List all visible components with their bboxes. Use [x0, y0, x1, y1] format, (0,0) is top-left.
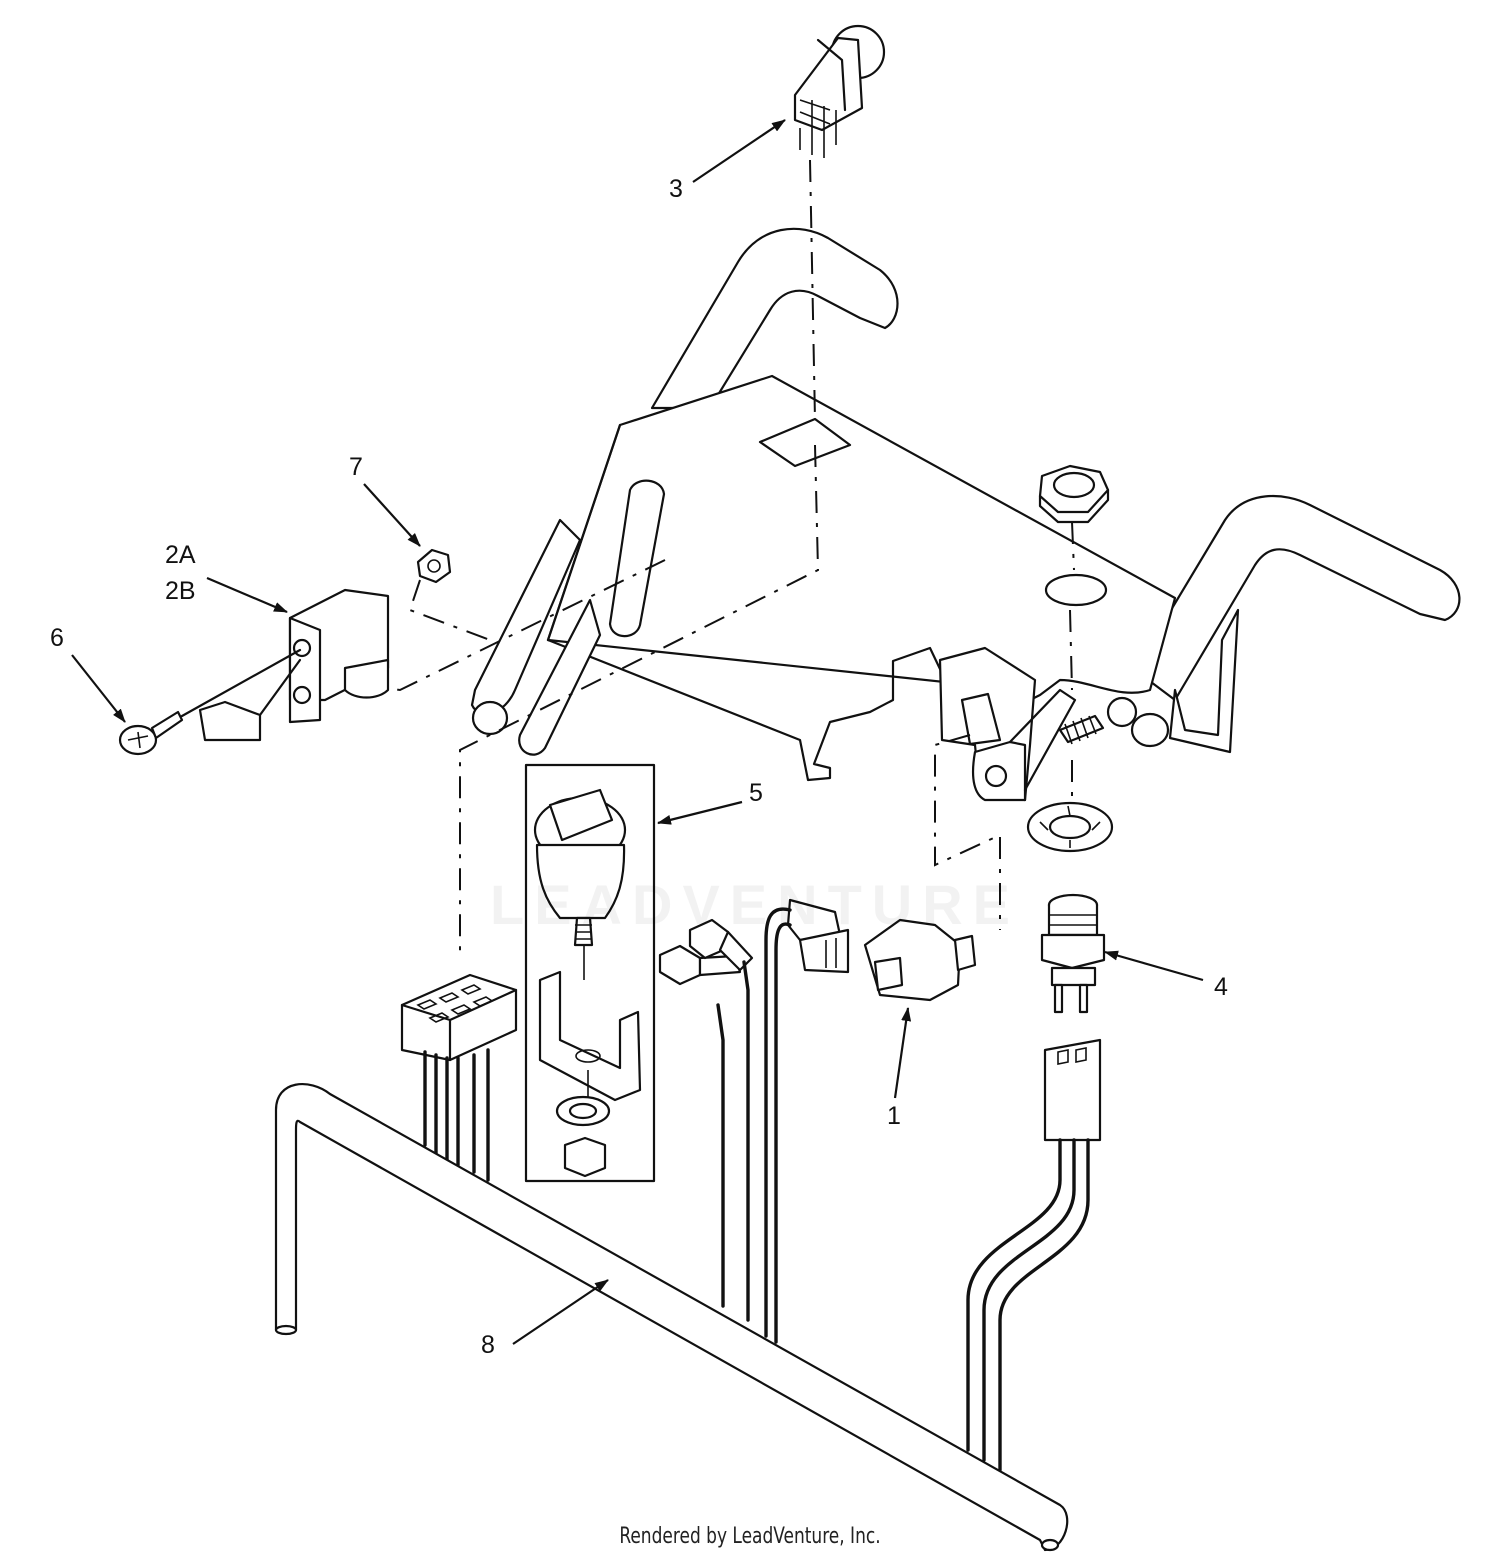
- part-2-safety-switch: [198, 588, 390, 742]
- callout-4: 4: [1214, 973, 1228, 1001]
- part-8-wire-harness: [274, 907, 1069, 1552]
- callout-5: 5: [749, 779, 763, 807]
- harness-connector-left: [400, 973, 518, 1182]
- part-6-screw: [118, 648, 302, 756]
- footer-credit: Rendered by LeadVenture, Inc.: [619, 1524, 881, 1549]
- part-4-sender: [1026, 801, 1114, 1014]
- part-3-ignition-switch: [793, 24, 886, 158]
- callout-7: 7: [349, 453, 363, 481]
- watermark-text: LEADVENTURE: [490, 873, 1021, 936]
- callout-3: 3: [669, 175, 683, 203]
- part-5-hour-meter: [524, 763, 656, 1183]
- harness-connector-right: [966, 1038, 1102, 1472]
- hex-nut-upper: [1038, 464, 1110, 524]
- callout-6: 6: [50, 624, 64, 652]
- callout-1: 1: [887, 1102, 901, 1130]
- control-panel: [470, 374, 1177, 802]
- callout-2a: 2A: [165, 541, 196, 569]
- callout-leaders: [71, 119, 1204, 1345]
- callout-8: 8: [481, 1331, 495, 1359]
- part-1-seat-switch: [658, 898, 977, 1002]
- callout-2b: 2B: [165, 577, 196, 605]
- handlebar-tube: [650, 227, 1461, 754]
- part-7-nut: [416, 548, 452, 584]
